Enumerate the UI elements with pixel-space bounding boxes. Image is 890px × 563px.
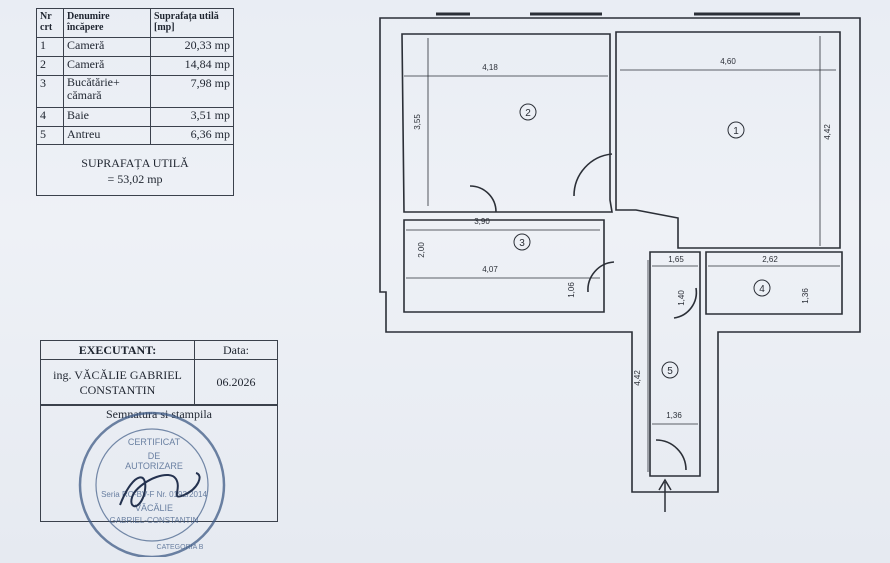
door-arc bbox=[673, 287, 698, 319]
dim-hall-top: 1,65 bbox=[668, 255, 684, 264]
dim-r3-small: 1,06 bbox=[567, 282, 576, 298]
door-arc bbox=[469, 185, 497, 213]
door-arc bbox=[587, 261, 615, 293]
row-area: 6,36 mp bbox=[150, 125, 234, 146]
total-label: SUPRAFAȚA UTILĂ bbox=[81, 156, 189, 171]
executant-date: 06.2026 bbox=[194, 359, 278, 406]
room-label-3: 3 bbox=[519, 238, 525, 249]
total-cell: SUPRAFAȚA UTILĂ = 53,02 mp bbox=[36, 144, 234, 196]
executant-name-line2: CONSTANTIN bbox=[79, 382, 156, 397]
executant-name-line1: ing. VĂCĂLIE GABRIEL bbox=[53, 367, 182, 382]
room-4-outline bbox=[705, 251, 843, 315]
table-row: 1 Cameră 20,33 mp bbox=[36, 37, 234, 58]
row-room: Cameră bbox=[63, 37, 151, 58]
dim-bath-right: 1,36 bbox=[801, 288, 810, 304]
dim-r3-bottom: 4,07 bbox=[482, 265, 498, 274]
room-label-5: 5 bbox=[667, 366, 673, 377]
stamp-certificate: CERTIFICAT bbox=[128, 437, 181, 447]
authorization-stamp: CERTIFICAT DE AUTORIZARE Seria RO-BV-F N… bbox=[78, 411, 226, 557]
row-nr: 3 bbox=[36, 75, 64, 108]
row-area: 20,33 mp bbox=[150, 37, 234, 58]
stamp-name: VĂCĂLIE bbox=[135, 503, 173, 513]
header-area: Suprafața utilă [mp] bbox=[150, 7, 234, 39]
room-2-outline bbox=[401, 33, 613, 213]
room-label-2: 2 bbox=[525, 108, 531, 119]
room-3-outline bbox=[403, 219, 605, 313]
dim-hall-width: 1,36 bbox=[666, 411, 682, 420]
dim-r2-height: 3,55 bbox=[413, 114, 422, 130]
total-value: = 53,02 mp bbox=[107, 172, 163, 187]
room-area-table: Nr crt Denumire încăpere Suprafața utilă… bbox=[36, 7, 234, 196]
dim-r1-height: 4,42 bbox=[823, 124, 832, 140]
dim-r1-width: 4,60 bbox=[720, 57, 736, 66]
room-1-outline bbox=[615, 31, 841, 249]
room-label-1: 1 bbox=[733, 126, 739, 137]
row-area: 7,98 mp bbox=[150, 75, 234, 108]
dim-bath-height: 1,40 bbox=[677, 290, 686, 306]
door-arc bbox=[573, 153, 613, 197]
stamp-name2: GABRIEL-CONSTANTIN bbox=[110, 516, 199, 525]
room-label-4: 4 bbox=[759, 284, 765, 295]
table-row: 3 Bucătărie+ cămară 7,98 mp bbox=[36, 75, 234, 108]
dim-bath-width: 2,62 bbox=[762, 255, 778, 264]
signature-scribble bbox=[119, 472, 201, 507]
dim-r3-height: 2,00 bbox=[417, 242, 426, 258]
stamp-category: CATEGORIA B bbox=[157, 544, 204, 551]
stamp-de: DE bbox=[148, 451, 161, 461]
dim-r3-top: 3,90 bbox=[474, 217, 490, 226]
table-header-row: Nr crt Denumire încăpere Suprafața utilă… bbox=[36, 7, 234, 39]
door-arc bbox=[655, 439, 687, 471]
dim-r2-width: 4,18 bbox=[482, 63, 498, 72]
outer-wall bbox=[379, 17, 861, 493]
room-5-outline bbox=[649, 251, 701, 477]
dim-hall-height: 4,42 bbox=[633, 370, 642, 386]
header-room: Denumire încăpere bbox=[63, 7, 151, 39]
executant-label: EXECUTANT: bbox=[40, 340, 195, 360]
stamp-series: Seria RO-BV-F Nr. 0192/2014 bbox=[101, 490, 207, 499]
stamp-authorization: AUTORIZARE bbox=[125, 461, 183, 471]
executant-name: ing. VĂCĂLIE GABRIEL CONSTANTIN bbox=[40, 359, 195, 406]
entrance-arrow bbox=[658, 478, 672, 512]
header-nr: Nr crt bbox=[36, 7, 64, 39]
table-total-row: SUPRAFAȚA UTILĂ = 53,02 mp bbox=[36, 144, 234, 196]
executant-table: EXECUTANT: Data: ing. VĂCĂLIE GABRIEL CO… bbox=[40, 340, 278, 406]
